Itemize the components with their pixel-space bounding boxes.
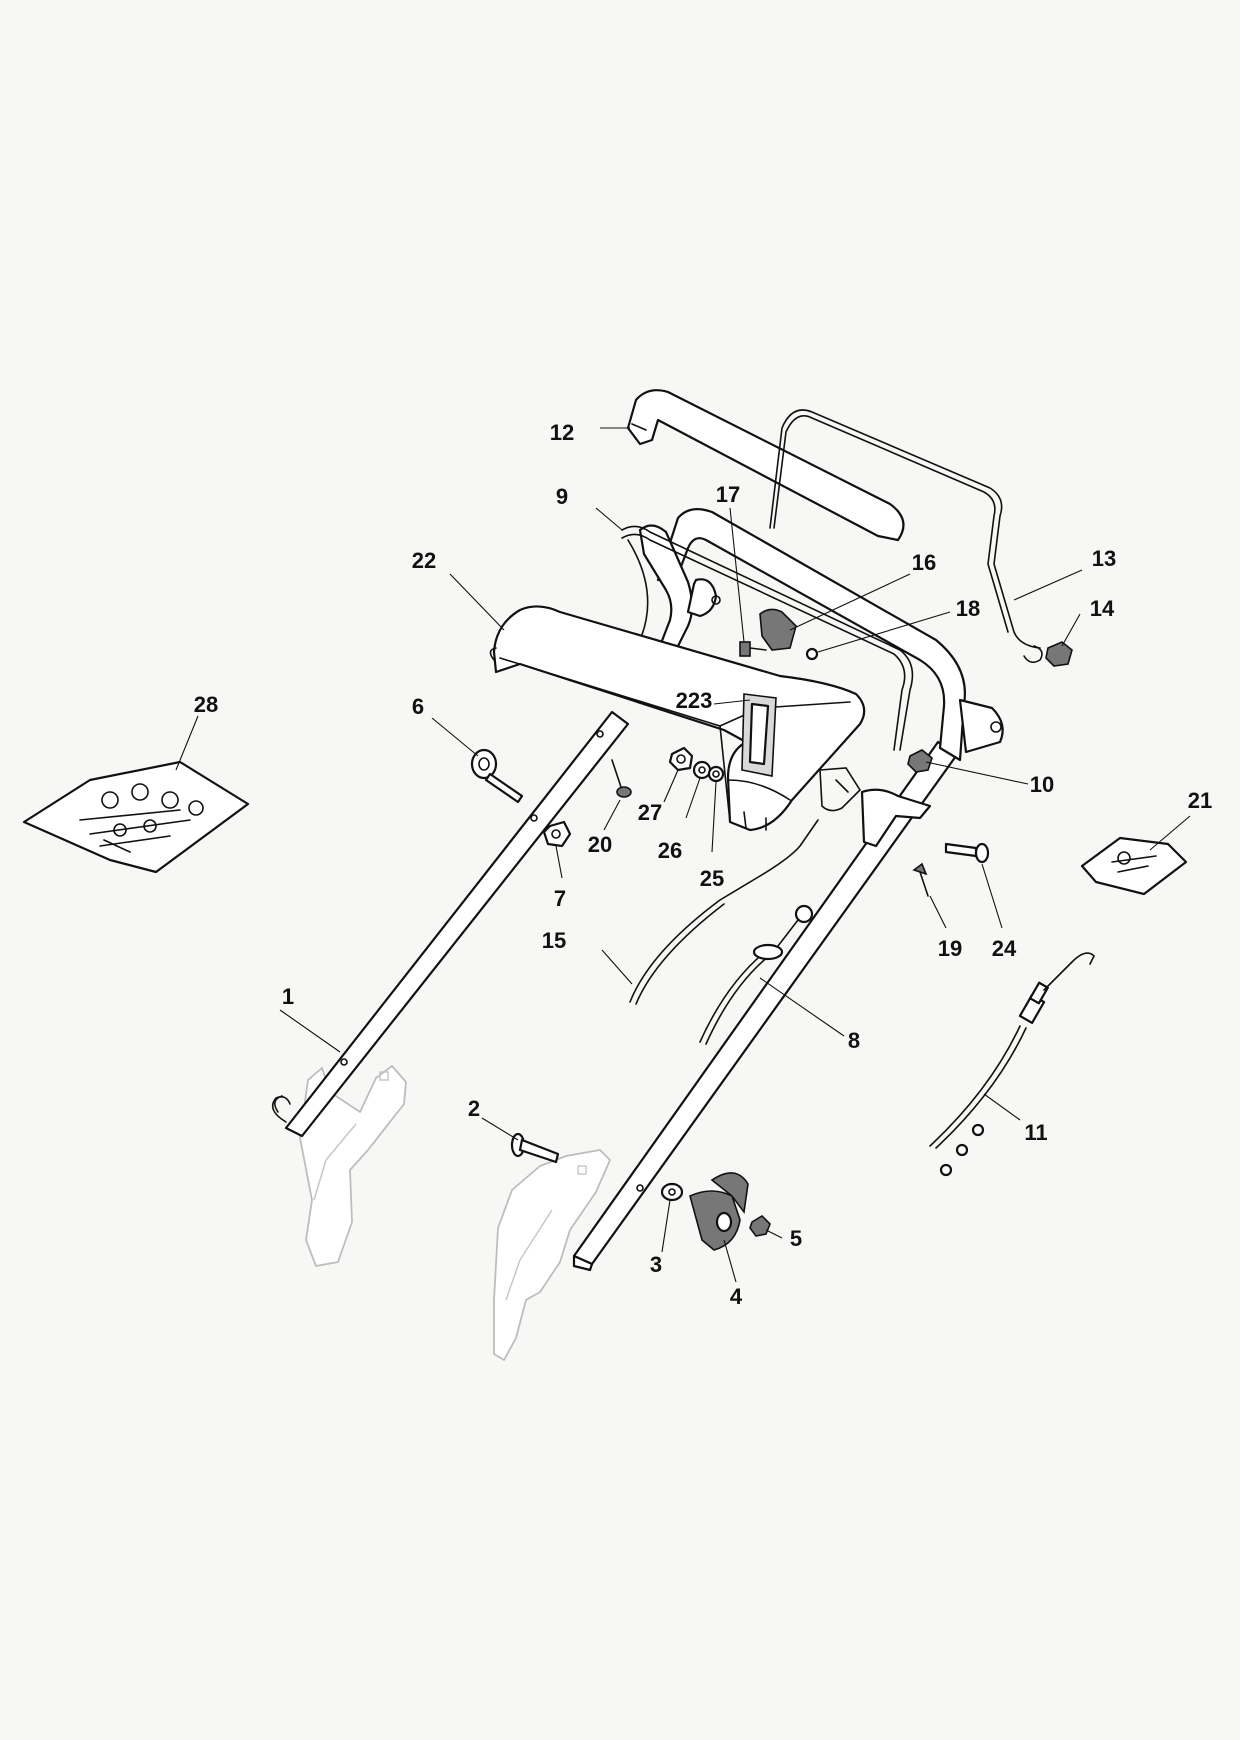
callout-10: 10 [1030,772,1054,797]
callout-11: 11 [1024,1120,1047,1145]
callout-16: 16 [912,550,936,575]
callout-26: 26 [658,838,682,863]
cable-15 [629,819,819,1005]
washer-25 [707,765,725,783]
callout-27: 27 [638,800,662,825]
connector-16 [759,608,797,651]
screw-19 [912,862,929,897]
nut-7 [542,820,572,848]
bail-rod [621,525,914,751]
nut-18 [805,647,819,661]
callout-4: 4 [730,1284,743,1309]
callout-21: 21 [1188,788,1212,813]
callout-3: 3 [650,1252,662,1277]
callout-labels: 1 2 3 4 5 6 7 8 9 10 11 12 13 14 15 16 1… [194,420,1212,1309]
top-handle-bar [626,389,905,542]
callout-13: 13 [1092,546,1116,571]
callout-7: 7 [554,886,566,911]
cap-14 [1045,641,1073,667]
callout-5: 5 [790,1226,802,1251]
callout-20: 20 [588,832,612,857]
nut-5 [749,1214,771,1237]
callout-22: 22 [412,548,436,573]
callout-12: 12 [550,420,574,445]
cable-11 [929,952,1095,1177]
screw-17 [739,641,767,657]
washer-26 [692,760,712,780]
callout-1: 1 [282,984,294,1009]
callout-18: 18 [956,596,980,621]
hardware-bag-21 [1080,836,1188,896]
nut-3 [660,1182,684,1202]
eyebolt-6 [470,748,524,804]
callout-9: 9 [556,484,568,509]
cable-bracket [819,767,932,848]
screw-20 [611,759,632,798]
hardware-bag-28 [22,760,250,874]
callout-28: 28 [194,692,218,717]
callout-15: 15 [542,928,566,953]
callout-25: 25 [700,866,724,891]
upper-handle-frame [638,507,1004,762]
bolt-2 [510,1132,560,1164]
drive-bail [769,409,1043,664]
bolt-24 [944,842,990,864]
callout-2: 2 [468,1096,480,1121]
nut-27 [668,746,694,772]
lower-handle-left [271,710,630,1138]
callout-17: 17 [716,482,740,507]
callout-24: 24 [992,936,1017,961]
knob-4 [689,1172,749,1251]
callout-14: 14 [1090,596,1115,621]
decal [741,693,777,777]
callout-6: 6 [412,694,424,719]
callout-8: 8 [848,1028,860,1053]
nut-10 [907,749,933,773]
callout-19: 19 [938,936,962,961]
callout-223: 223 [676,688,713,713]
cable-8 [699,904,814,1045]
leader-lines [175,427,1191,1283]
